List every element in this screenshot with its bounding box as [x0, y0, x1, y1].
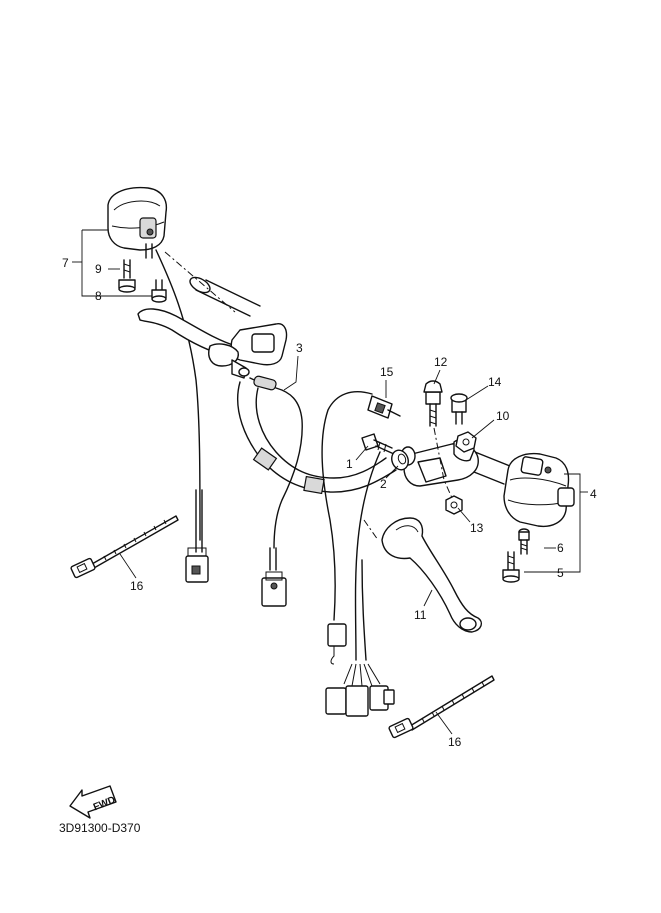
callout-15: 15 [380, 365, 394, 379]
callout-9: 9 [95, 262, 102, 276]
callout-8: 8 [95, 289, 102, 303]
callout-14: 14 [488, 375, 502, 389]
collar-2 [391, 449, 409, 471]
right-main-harness [321, 391, 395, 717]
cable-tie-right [388, 675, 495, 739]
callout-2: 2 [380, 477, 387, 491]
drawing-code: 3D91300-D370 [59, 821, 141, 835]
left-handlebar-switch [107, 186, 201, 541]
handlebar-center-line [164, 251, 236, 313]
callout-5: 5 [557, 566, 564, 580]
callout-1: 1 [346, 457, 353, 471]
callout-10: 10 [496, 409, 510, 423]
callout-leaders [72, 229, 588, 735]
nut-10 [455, 431, 477, 453]
left-switch-connector [185, 489, 209, 583]
screw-8 [151, 279, 167, 303]
right-handlebar-switch [503, 452, 575, 528]
callout-3: 3 [296, 341, 303, 355]
fastener-axis-line [433, 427, 453, 499]
forward-arrow-icon: FWD [69, 785, 117, 819]
screw-14 [450, 393, 468, 425]
screw-9 [118, 259, 136, 293]
callout-11: 11 [414, 608, 427, 622]
callout-4: 4 [590, 487, 597, 501]
callout-6: 6 [557, 541, 564, 555]
callout-labels: 7 9 8 3 15 12 14 10 1 2 4 13 6 5 11 16 1… [62, 256, 597, 749]
screw-6 [518, 528, 530, 555]
callout-16-right: 16 [448, 735, 462, 749]
nut-13 [445, 495, 463, 515]
left-lever-assembly [137, 308, 303, 549]
clutch-switch-connector [261, 547, 287, 607]
screw-5 [502, 551, 520, 583]
callout-13: 13 [470, 521, 484, 535]
brake-lever-11 [363, 517, 483, 633]
callout-7: 7 [62, 256, 69, 270]
callout-12: 12 [434, 355, 448, 369]
bolt-1 [361, 433, 395, 455]
callout-16-left: 16 [130, 579, 144, 593]
front-brake-switch [367, 395, 401, 419]
cable-tie-left [70, 515, 179, 579]
screw-12 [423, 380, 443, 427]
